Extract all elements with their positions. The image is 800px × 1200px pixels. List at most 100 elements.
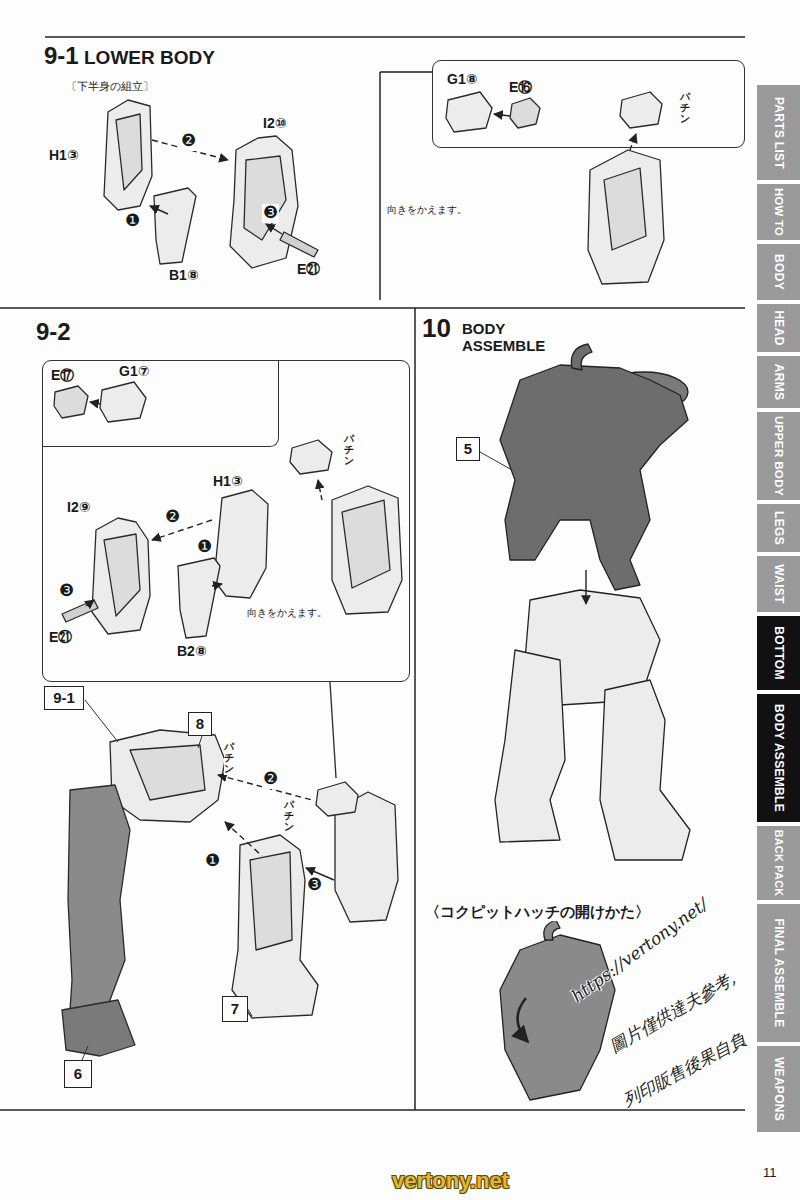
step-order-mark: ❶ [124,212,141,231]
assembly-arrow [517,570,586,1042]
step-panel: 9-2 向きをかえます。 E⑰ G1⑦ 9-1 8 6 7 [0,310,413,1108]
snap-sound: パチン [680,90,690,125]
part-outline [54,382,402,1056]
part-outline [104,92,664,284]
part-outline [620,92,662,128]
tab-label: WEAPONS [772,1057,786,1121]
part-label: B2⑧ [176,644,208,659]
part-outline [571,344,592,370]
step-subtitle: 〔下半身の組立〕 [66,80,154,93]
part-outline [110,730,225,822]
step-order-mark: ❸ [262,204,279,223]
snap-sound: パチン [224,740,234,775]
box-number: 6 [74,1065,82,1082]
step-title: LOWER BODY [84,47,215,69]
leader-line [82,452,512,1060]
section-tab-active: BOTTOM [757,616,800,690]
step-order-mark: ❷ [180,132,197,151]
assembly-arrow [330,682,336,778]
part-label: H1③ [48,148,80,163]
page-number: 11 [762,1166,778,1180]
assembly-arrow [90,402,100,404]
section-tab: FINAL ASSEMBLE [757,904,800,1042]
snap-sound: パチン [344,432,354,467]
box-number: 7 [231,1000,239,1017]
tab-label: BOTTOM [772,626,786,680]
assembly-arrow [150,206,168,214]
part-outline [604,168,646,250]
part-label: E⑯ [509,79,532,95]
part-label: G1⑦ [119,363,150,379]
assembly-arrow [212,584,222,586]
frame-line [0,37,745,1110]
frame-line [0,1109,745,1111]
tab-label: ARMS [772,364,786,401]
tab-label: HOW TO [773,188,785,236]
snap-sound: パチン [284,798,294,833]
box-number: 8 [196,715,204,732]
assembly-arrow [152,520,212,540]
part-outline [54,386,88,418]
frame-line [379,72,381,300]
assembly-arrow [517,998,528,1042]
leader-line [82,1046,88,1060]
frame-line [414,308,416,1110]
detail-inset: 向きをかえます。 E⑰ G1⑦ [42,360,410,682]
step-panel: 9-1LOWER BODY〔下半身の組立〕G1⑧E⑯ [40,38,748,306]
detail-inset: E⑰ G1⑦ [43,361,279,447]
watermark: vertony.net [391,1169,510,1193]
leader-line [85,700,118,742]
step-order-mark: ❷ [262,770,279,789]
section-tab: ARMS [757,356,800,408]
frame-line [45,36,745,38]
part-outline [446,92,492,132]
part-outline [250,852,292,950]
tab-label: LEGS [772,511,786,545]
subassembly-number: 9-1 [44,686,84,710]
part-label: E㉑ [296,262,321,277]
leader-line [198,736,202,748]
subassembly-number: 7 [222,996,248,1022]
assembly-arrow [86,600,94,606]
assembly-arrow [86,402,336,880]
section-tab-active: BODY ASSEMBLE [757,694,800,822]
box-number: 9-1 [53,689,75,706]
step-title: BODY ASSEMBLE [462,320,562,355]
part-outline [244,156,286,240]
part-outline [104,534,140,616]
part-outline [100,382,146,422]
part-label: I2⑩ [262,116,288,131]
step-order-mark: ❶ [196,538,213,557]
step-order-mark: ❷ [164,508,181,527]
frame-line [380,71,432,73]
assembly-arrow [150,114,636,234]
part-outline [230,136,298,268]
section-tab: PARTS LIST [757,85,800,180]
part-label: H1③ [212,474,244,489]
part-outline [178,558,220,638]
assembly-arrow [585,570,586,604]
subassembly-number: 6 [64,1060,92,1088]
part-outline [495,650,565,842]
part-label: E㉑ [48,630,73,645]
tab-label: HEAD [772,310,786,345]
assembly-arrow [225,822,262,856]
step-number: 9-2 [36,318,71,346]
part-outline [232,835,318,1018]
tab-label: FINAL ASSEMBLE [772,919,786,1028]
assembly-arrow [318,480,322,500]
tab-label: UPPER BODY [772,416,785,496]
section-tab: BACK PACK [757,826,800,900]
step-number: 10 [422,314,451,344]
step-order-mark: ❸ [306,876,323,895]
note-text: 向きをかえます。 [247,607,327,619]
part-outline [214,490,268,598]
note-text: 向きをかえます。 [386,204,468,215]
part-outline [510,98,540,128]
section-tab: UPPER BODY [757,412,800,500]
part-outline [280,232,318,257]
part-label: E⑰ [51,367,74,383]
section-tab: HEAD [757,304,800,352]
